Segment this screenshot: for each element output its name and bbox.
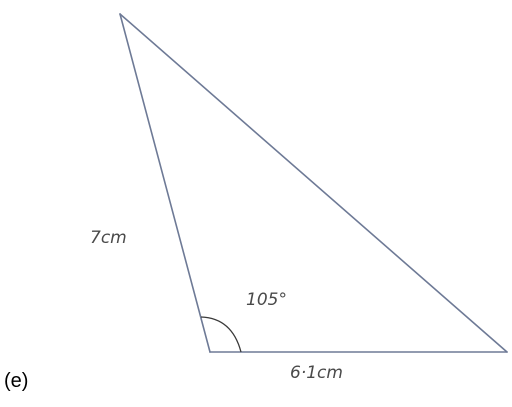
side-left <box>119 13 211 353</box>
side-bottom-label: 6·1cm <box>290 363 343 383</box>
side-hypotenuse <box>119 13 508 353</box>
angle-arc <box>200 316 242 353</box>
side-left-label: 7cm <box>90 228 127 248</box>
part-label: (e) <box>4 370 29 392</box>
angle-label: 105° <box>246 290 287 310</box>
